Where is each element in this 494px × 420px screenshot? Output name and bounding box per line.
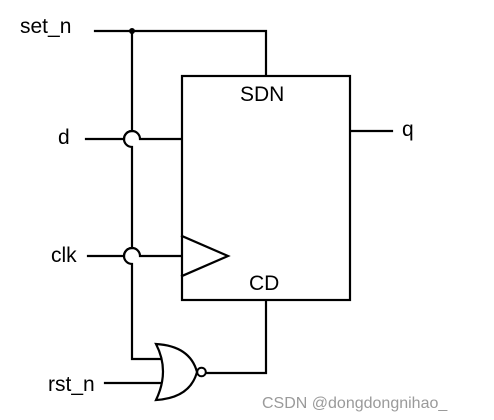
clock-triangle-icon: [180, 234, 231, 278]
d-label: d: [58, 126, 70, 149]
nor-output-wire: [204, 298, 268, 375]
flipflop-body: [180, 74, 352, 302]
set-n-wire: [93, 28, 268, 78]
watermark: CSDN @dongdongnihao_: [262, 395, 448, 412]
d-wire: [84, 129, 184, 141]
set-n-label: set_n: [20, 15, 71, 38]
sdn-pin-label: SDN: [240, 83, 284, 106]
cd-pin-label: CD: [249, 272, 279, 295]
set-n-branch-wire: [122, 29, 167, 361]
clk-wire: [86, 246, 184, 258]
rst-n-label: rst_n: [48, 373, 95, 396]
nor-gate-icon: [154, 342, 207, 402]
q-label: q: [402, 118, 414, 141]
clk-label: clk: [51, 244, 77, 267]
